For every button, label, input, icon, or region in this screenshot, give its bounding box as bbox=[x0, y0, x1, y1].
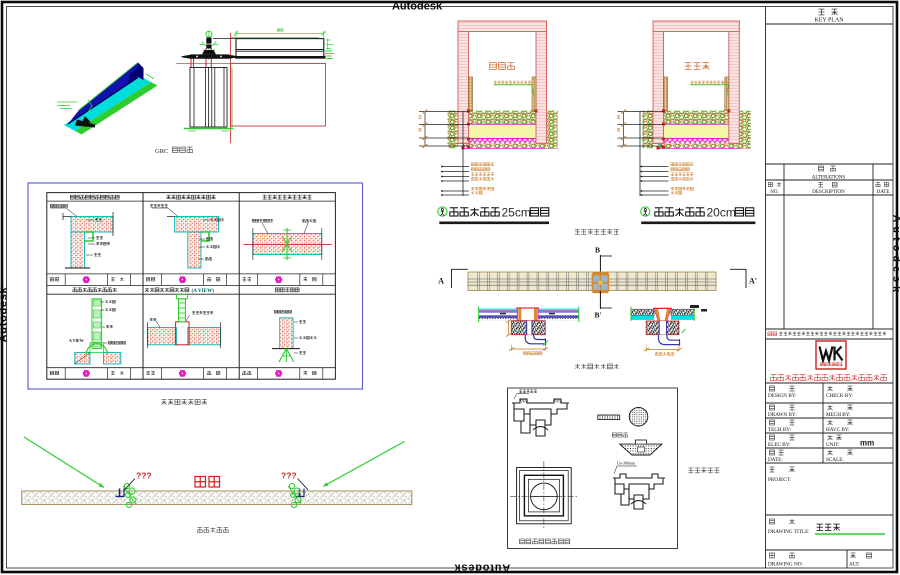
svg-text:Ua-300mm: Ua-300mm bbox=[617, 461, 636, 466]
svg-text:GRC: GRC bbox=[155, 148, 168, 155]
svg-text:DATE: DATE bbox=[877, 190, 890, 195]
svg-text:A VIEW: A VIEW bbox=[69, 338, 84, 343]
svg-text:DATE:: DATE: bbox=[768, 457, 783, 463]
svg-text:Autodesk: Autodesk bbox=[0, 286, 10, 342]
svg-text:SCALE:: SCALE: bbox=[826, 457, 844, 463]
svg-text:mm: mm bbox=[860, 439, 874, 448]
svg-text:Autodesk: Autodesk bbox=[454, 562, 511, 574]
svg-text:DRAWING TITLE:: DRAWING TITLE: bbox=[768, 529, 810, 535]
svg-text:(A VIEW): (A VIEW) bbox=[192, 287, 215, 294]
svg-text:TECH BY:: TECH BY: bbox=[768, 427, 792, 433]
svg-text:UNIT:: UNIT: bbox=[826, 442, 840, 448]
svg-text:DRAWN BY:: DRAWN BY: bbox=[768, 412, 797, 418]
svg-text:DESCRIPTION: DESCRIPTION bbox=[812, 190, 845, 195]
svg-text:25cm: 25cm bbox=[502, 206, 531, 220]
svg-text:MECH BY:: MECH BY: bbox=[826, 412, 851, 418]
svg-text:20cm: 20cm bbox=[707, 206, 736, 220]
svg-text:ALT:: ALT: bbox=[849, 562, 860, 568]
svg-text:KEY PLAN: KEY PLAN bbox=[814, 18, 844, 24]
svg-text:PROJECT:: PROJECT: bbox=[768, 477, 792, 483]
svg-text:B': B' bbox=[594, 311, 601, 320]
svg-text:???: ??? bbox=[281, 471, 297, 481]
svg-text:???: ??? bbox=[136, 471, 152, 481]
svg-text:Autodesk: Autodesk bbox=[392, 1, 443, 13]
svg-text:NO.: NO. bbox=[770, 190, 778, 195]
svg-text:A: A bbox=[438, 277, 444, 286]
svg-text:Autodesk: Autodesk bbox=[891, 215, 900, 296]
svg-text:A': A' bbox=[749, 277, 757, 286]
svg-text:HAVC BY:: HAVC BY: bbox=[826, 427, 850, 433]
svg-text:B: B bbox=[595, 246, 600, 255]
svg-text:DESIGN BY:: DESIGN BY: bbox=[768, 393, 797, 399]
svg-text:DRAWING NO:: DRAWING NO: bbox=[768, 562, 803, 568]
svg-text:CHECK BY:: CHECK BY: bbox=[826, 393, 854, 399]
svg-text:ALTERATIONS: ALTERATIONS bbox=[812, 176, 846, 181]
svg-text:ELEC BY:: ELEC BY: bbox=[768, 442, 791, 448]
